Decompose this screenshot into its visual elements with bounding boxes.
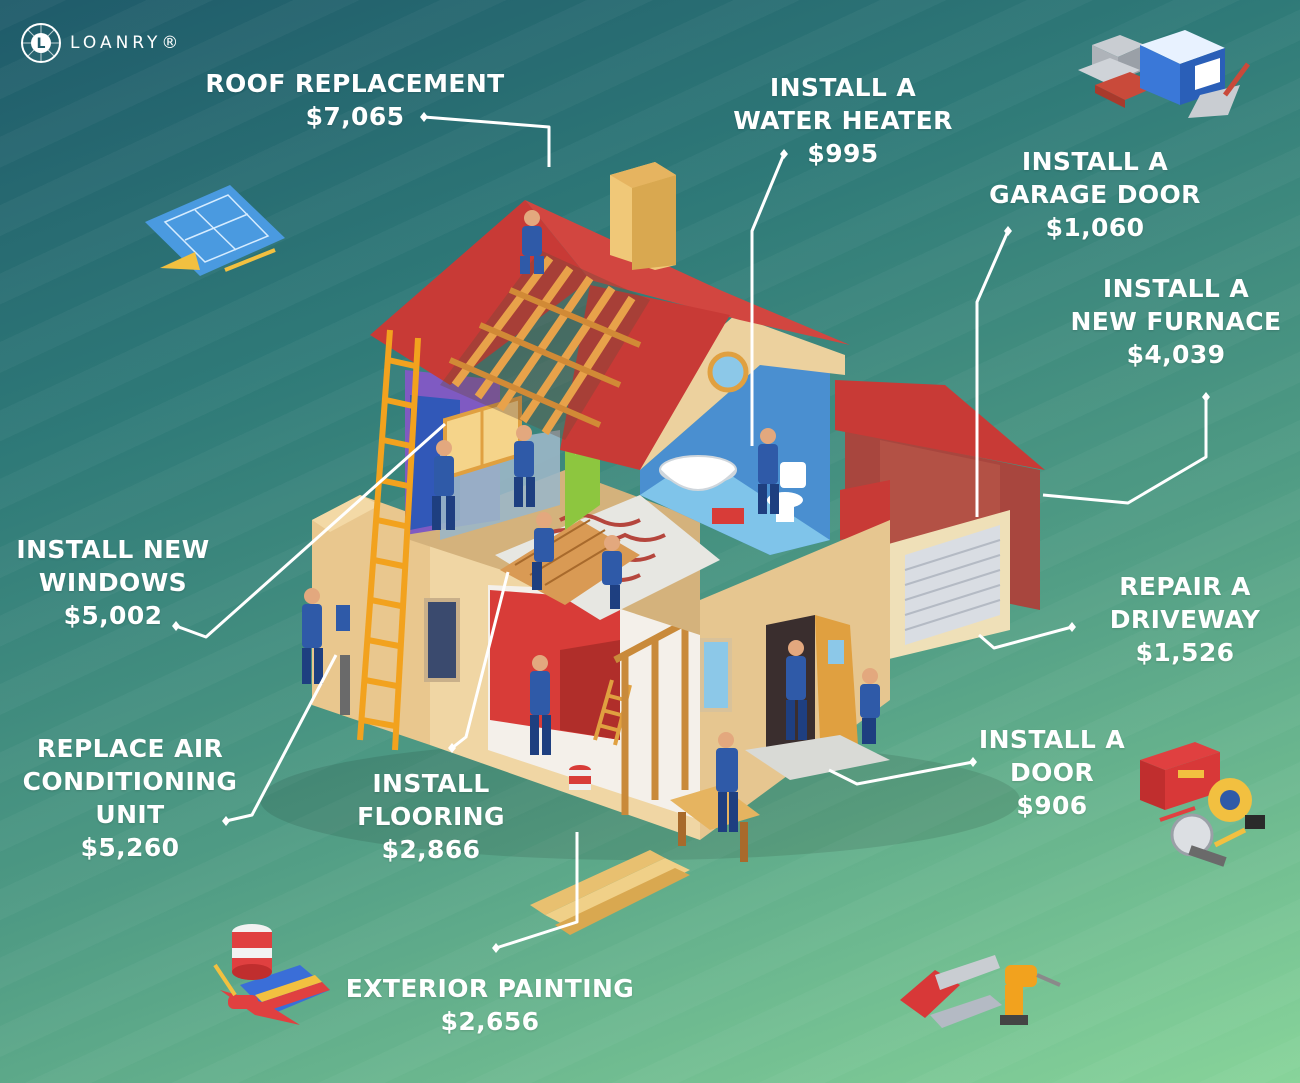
label-ac-cost: $5,260: [80, 833, 180, 862]
label-door: INSTALL A DOOR $906: [970, 723, 1134, 822]
label-painting-cost: $2,656: [440, 1007, 540, 1036]
label-furnace-line-1: INSTALL A: [1102, 274, 1250, 303]
label-driveway-cost: $1,526: [1135, 638, 1235, 667]
label-garage-door-cost: $1,060: [1045, 213, 1145, 242]
workers: [302, 210, 880, 832]
label-ac-line-3: UNIT: [95, 800, 165, 829]
label-ac-line-1: REPLACE AIR: [36, 734, 224, 763]
label-furnace-line-2: NEW FURNACE: [1070, 307, 1282, 336]
ladder: [357, 329, 421, 751]
label-flooring-cost: $2,866: [381, 835, 481, 864]
label-roof-line: ROOF REPLACEMENT: [205, 69, 505, 98]
label-water-heater-cost: $995: [807, 139, 879, 168]
label-air-conditioning: REPLACE AIR CONDITIONING UNIT $5,260: [10, 732, 250, 864]
label-new-windows: INSTALL NEW WINDOWS $5,002: [8, 533, 218, 632]
chainsaw-and-drill-icon: [900, 955, 1061, 1028]
label-windows-cost: $5,002: [63, 601, 163, 630]
roof-ridge: [525, 200, 850, 345]
label-windows-line-1: INSTALL NEW: [16, 535, 210, 564]
label-garage-door: INSTALL A GARAGE DOOR $1,060: [985, 145, 1205, 244]
label-painting-line: EXTERIOR PAINTING: [345, 974, 635, 1003]
label-driveway: REPAIR A DRIVEWAY $1,526: [1095, 570, 1275, 669]
label-flooring-line-2: FLOORING: [357, 802, 505, 831]
blueprint-icon: [145, 185, 285, 276]
label-driveway-line-1: REPAIR A: [1119, 572, 1251, 601]
label-new-furnace: INSTALL A NEW FURNACE $4,039: [1064, 272, 1288, 371]
label-driveway-line-2: DRIVEWAY: [1109, 605, 1261, 634]
label-water-heater-line-1: INSTALL A: [769, 73, 917, 102]
label-windows-line-2: WINDOWS: [38, 568, 188, 597]
label-roof-replacement: ROOF REPLACEMENT $7,065: [200, 67, 510, 133]
paint-can-and-swatches-icon: [213, 924, 330, 1025]
chimney: [610, 162, 676, 270]
toolbox-and-tools-icon: [1140, 742, 1265, 867]
loanry-logo[interactable]: L LOANRY®: [20, 22, 182, 64]
label-door-line-1: INSTALL A: [978, 725, 1126, 754]
callout-end-markers: [172, 112, 1210, 953]
lumber-planks: [530, 850, 690, 935]
label-water-heater-line-2: WATER HEATER: [733, 106, 953, 135]
registered-mark: ®: [161, 33, 183, 53]
label-garage-door-line-2: GARAGE DOOR: [989, 180, 1201, 209]
label-exterior-painting: EXTERIOR PAINTING $2,656: [340, 972, 640, 1038]
bricks-and-mortar-icon: [1078, 30, 1251, 118]
label-roof-cost: $7,065: [305, 102, 405, 131]
garage: [835, 380, 1045, 660]
label-flooring: INSTALL FLOORING $2,866: [340, 767, 522, 866]
label-garage-door-line-1: INSTALL A: [1021, 147, 1169, 176]
label-water-heater: INSTALL A WATER HEATER $995: [718, 71, 968, 170]
label-ac-line-2: CONDITIONING: [22, 767, 238, 796]
brand-name: LOANRY®: [70, 33, 183, 53]
label-furnace-cost: $4,039: [1126, 340, 1226, 369]
callout-lines: [175, 115, 1208, 950]
label-flooring-line-1: INSTALL: [372, 769, 490, 798]
logo-mark: L: [37, 36, 46, 52]
label-door-line-2: DOOR: [1009, 758, 1095, 787]
label-door-cost: $906: [1016, 791, 1088, 820]
loanry-logo-icon: L: [21, 23, 61, 63]
